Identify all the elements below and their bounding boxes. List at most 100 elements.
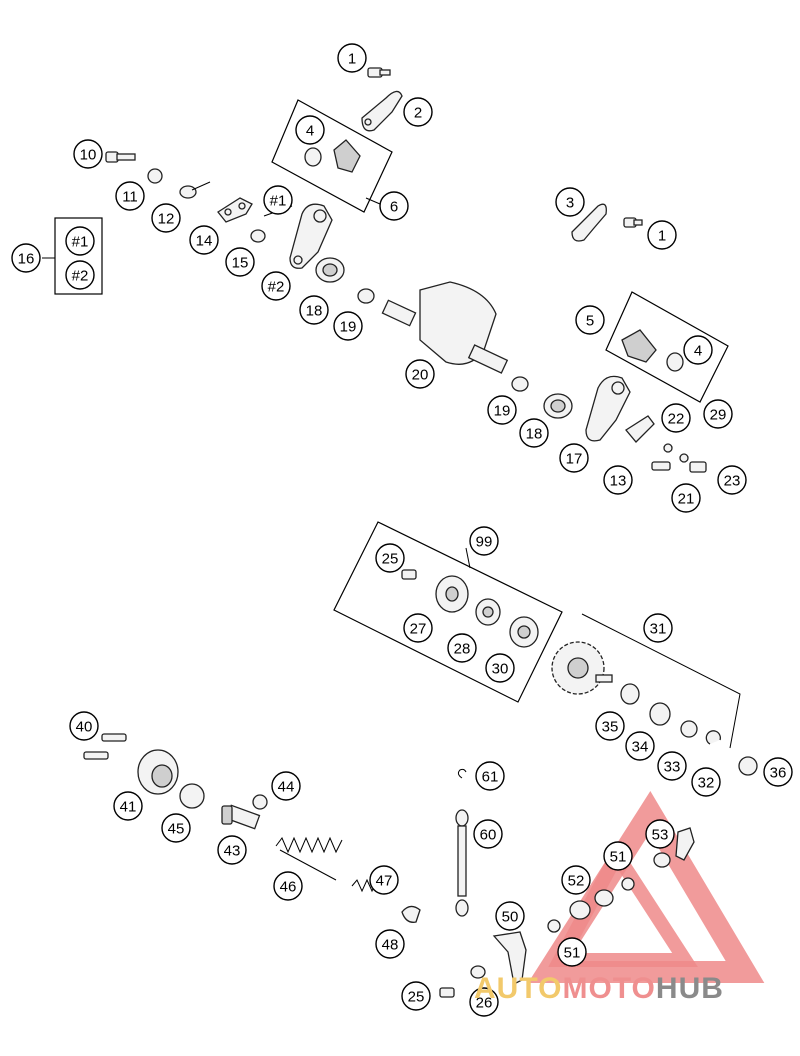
- lever-part-53: [675, 827, 695, 861]
- callout-60-49: 60: [473, 819, 503, 849]
- clip-part-48: [401, 905, 421, 923]
- callout-label: 50: [502, 909, 519, 926]
- callout-label: 25: [382, 551, 399, 568]
- callout-hash1-11: #1: [65, 226, 95, 256]
- callout-53-50: 53: [645, 819, 675, 849]
- callout-18-14: 18: [299, 295, 329, 325]
- callout-label: 35: [602, 719, 619, 736]
- bushing-part-33: [680, 720, 698, 738]
- valve-spool-part: [304, 139, 361, 173]
- callout-label: 47: [376, 873, 393, 890]
- callout-label: 48: [382, 937, 399, 954]
- group-box-99: [333, 521, 563, 703]
- callout-47-46: 47: [369, 865, 399, 895]
- callout-19-21: 19: [487, 395, 517, 425]
- callout-label: 13: [610, 473, 627, 490]
- bolt-part-40a: [101, 733, 127, 742]
- bearing-part-28: [475, 598, 501, 626]
- callout-6-3: 6: [379, 191, 409, 221]
- bolt-part: [367, 67, 391, 78]
- callout-label: 51: [610, 849, 627, 866]
- callout-layer: 1246101112#11415#2#1#2161819315420191817…: [11, 43, 793, 1017]
- bushing-part-18b: [543, 393, 573, 419]
- callout-hash2-10: #2: [261, 271, 291, 301]
- valve-spool-part-5: [621, 329, 684, 372]
- spring-clip-part-12: [179, 181, 211, 199]
- callout-51-54: 51: [557, 937, 587, 967]
- callout-label: 2: [414, 105, 422, 122]
- bracket-part-3: [571, 203, 607, 242]
- callout-11-5: 11: [115, 181, 145, 211]
- piston-part-43: [221, 804, 261, 830]
- callout-50-53: 50: [495, 901, 525, 931]
- callout-label: 1: [348, 51, 356, 68]
- lever-part-50: [492, 931, 527, 985]
- callout-label: 12: [158, 211, 175, 228]
- callout-34-36: 34: [625, 731, 655, 761]
- bolt-part-25b: [439, 987, 455, 998]
- bolt-part-23: [689, 461, 707, 473]
- callout-21-28: 21: [671, 483, 701, 513]
- callout-4-2: 4: [295, 115, 325, 145]
- o-ring-part-19: [357, 288, 375, 304]
- plate-part-13: [625, 415, 655, 443]
- bracket-part: [361, 90, 403, 132]
- watermark-text: AUTOMOTOHUB: [474, 972, 724, 1006]
- callout-29-25: 29: [703, 399, 733, 429]
- group-box-4-5: [605, 291, 729, 403]
- callout-label: 19: [340, 319, 357, 336]
- callout-4-19: 4: [683, 335, 713, 365]
- callout-label: #1: [72, 234, 89, 251]
- callout-label: 20: [412, 367, 429, 384]
- callout-label: 23: [724, 473, 741, 490]
- callout-label: 4: [306, 123, 314, 140]
- callout-label: 46: [280, 879, 297, 896]
- lever-link-part-14: [217, 197, 253, 223]
- flange-part-27: [435, 575, 469, 613]
- watermark-moto-text: MOTO: [562, 972, 656, 1005]
- callout-43-44: 43: [217, 835, 247, 865]
- callout-label: 36: [770, 765, 787, 782]
- callout-label: 43: [224, 843, 241, 860]
- callout-45-42: 45: [161, 813, 191, 843]
- callout-3-16: 3: [555, 187, 585, 217]
- group-box-4-6: [271, 99, 393, 213]
- callout-label: 10: [80, 147, 97, 164]
- callout-label: 14: [196, 233, 213, 250]
- callout-99-30: 99: [469, 526, 499, 556]
- callout-label: 6: [390, 199, 398, 216]
- callout-1-0: 1: [337, 43, 367, 73]
- group-bracket-31: [581, 613, 741, 749]
- leader-lines: [42, 197, 471, 569]
- lever-arm-part-2: [289, 203, 333, 269]
- callout-18-22: 18: [519, 418, 549, 448]
- watermark-hub-text: HUB: [655, 972, 724, 1005]
- callout-61-48: 61: [475, 761, 505, 791]
- callout-48-47: 48: [375, 929, 405, 959]
- callout-label: 29: [710, 407, 727, 424]
- bolt-part-21: [651, 461, 671, 471]
- exhaust-control-shaft-part-20: [381, 281, 509, 374]
- callout-label: 11: [122, 189, 138, 206]
- callout-40-40: 40: [69, 711, 99, 741]
- washer-part-35: [620, 683, 640, 705]
- circlip-part-32: [705, 730, 721, 745]
- callout-27-31: 27: [403, 613, 433, 643]
- o-ring-part-19b: [511, 376, 529, 392]
- callout-label: 44: [278, 779, 295, 796]
- callout-5-18: 5: [575, 305, 605, 335]
- callout-label: 61: [482, 769, 499, 786]
- callout-label: 45: [168, 821, 185, 838]
- washer-part-29: [679, 453, 689, 463]
- o-ring-part-45: [179, 783, 205, 809]
- callout-label: 4: [694, 343, 702, 360]
- callout-31-34: 31: [643, 613, 673, 643]
- o-ring-part-44: [252, 794, 268, 810]
- callout-label: 33: [664, 759, 681, 776]
- washer-part-51a: [653, 852, 671, 868]
- group-box-16: [54, 217, 103, 295]
- watermark-auto-text: AUTO: [474, 972, 563, 1005]
- callout-30-33: 30: [485, 653, 515, 683]
